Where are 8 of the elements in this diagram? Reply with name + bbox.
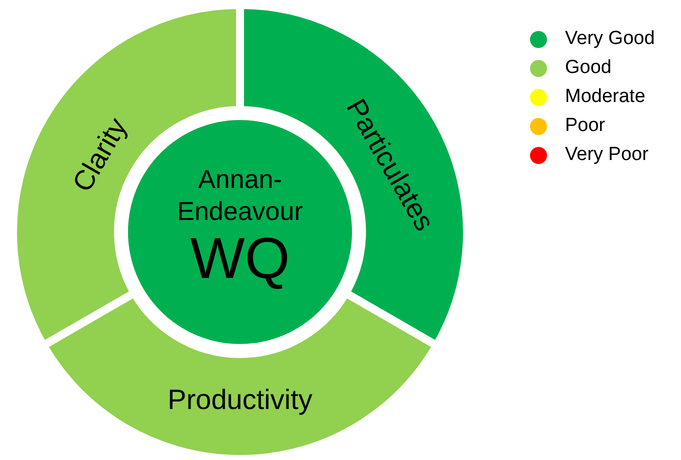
center-heading: WQ: [190, 227, 290, 291]
legend-label: Very Good: [565, 27, 655, 52]
legend-label: Very Poor: [565, 143, 648, 168]
segment-label: Productivity: [168, 386, 312, 414]
legend-label: Poor: [565, 114, 606, 138]
legend-label: Good: [565, 56, 612, 80]
legend-label: Moderate: [565, 85, 646, 110]
center-title: Annan- Endeavour: [176, 163, 304, 227]
